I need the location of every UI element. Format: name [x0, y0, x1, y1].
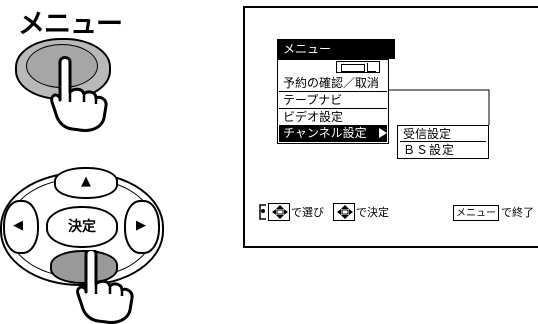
guide-bracket-icon	[259, 204, 266, 220]
pressing-hand-icon	[50, 56, 108, 132]
right-arrow-icon: ▶	[136, 218, 146, 233]
enter-button[interactable]	[46, 206, 118, 248]
left-button[interactable]: ◀	[3, 200, 39, 254]
menu-key-icon: メニュー	[453, 205, 499, 221]
four-way-key-icon	[333, 203, 355, 221]
four-way-key-icon	[268, 203, 290, 221]
tape-icon	[336, 61, 380, 73]
menu-item-tape-navi[interactable]: テープナビ	[279, 92, 387, 109]
left-arrow-icon: ◀	[13, 218, 23, 233]
menu-title: メニュー	[277, 39, 395, 59]
pressing-hand-icon	[76, 250, 134, 324]
up-button[interactable]: ▲	[54, 167, 118, 199]
menu-item-video-settings[interactable]: ビデオ設定	[279, 109, 387, 126]
submenu-arrow-icon	[379, 128, 387, 138]
submenu	[397, 125, 489, 159]
submenu-item-bs[interactable]: ＢＳ設定	[403, 143, 456, 157]
menu-button-label: メニュー	[18, 9, 123, 40]
down-button[interactable]	[50, 250, 118, 284]
submenu-connector	[389, 89, 490, 125]
right-button[interactable]: ▶	[124, 200, 160, 254]
menu-item-channel-settings[interactable]: チャンネル設定	[279, 125, 387, 142]
guide-confirm-text: で決定	[356, 206, 389, 219]
guide-select-text: で選び	[291, 206, 324, 219]
submenu-item-reception[interactable]: 受信設定	[400, 126, 486, 142]
guide-end-text: で終了	[501, 206, 534, 219]
enter-button-label: 決定	[68, 219, 96, 235]
menu-item-reservation[interactable]: 予約の確認／取消	[279, 75, 387, 92]
up-arrow-icon: ▲	[81, 174, 91, 189]
